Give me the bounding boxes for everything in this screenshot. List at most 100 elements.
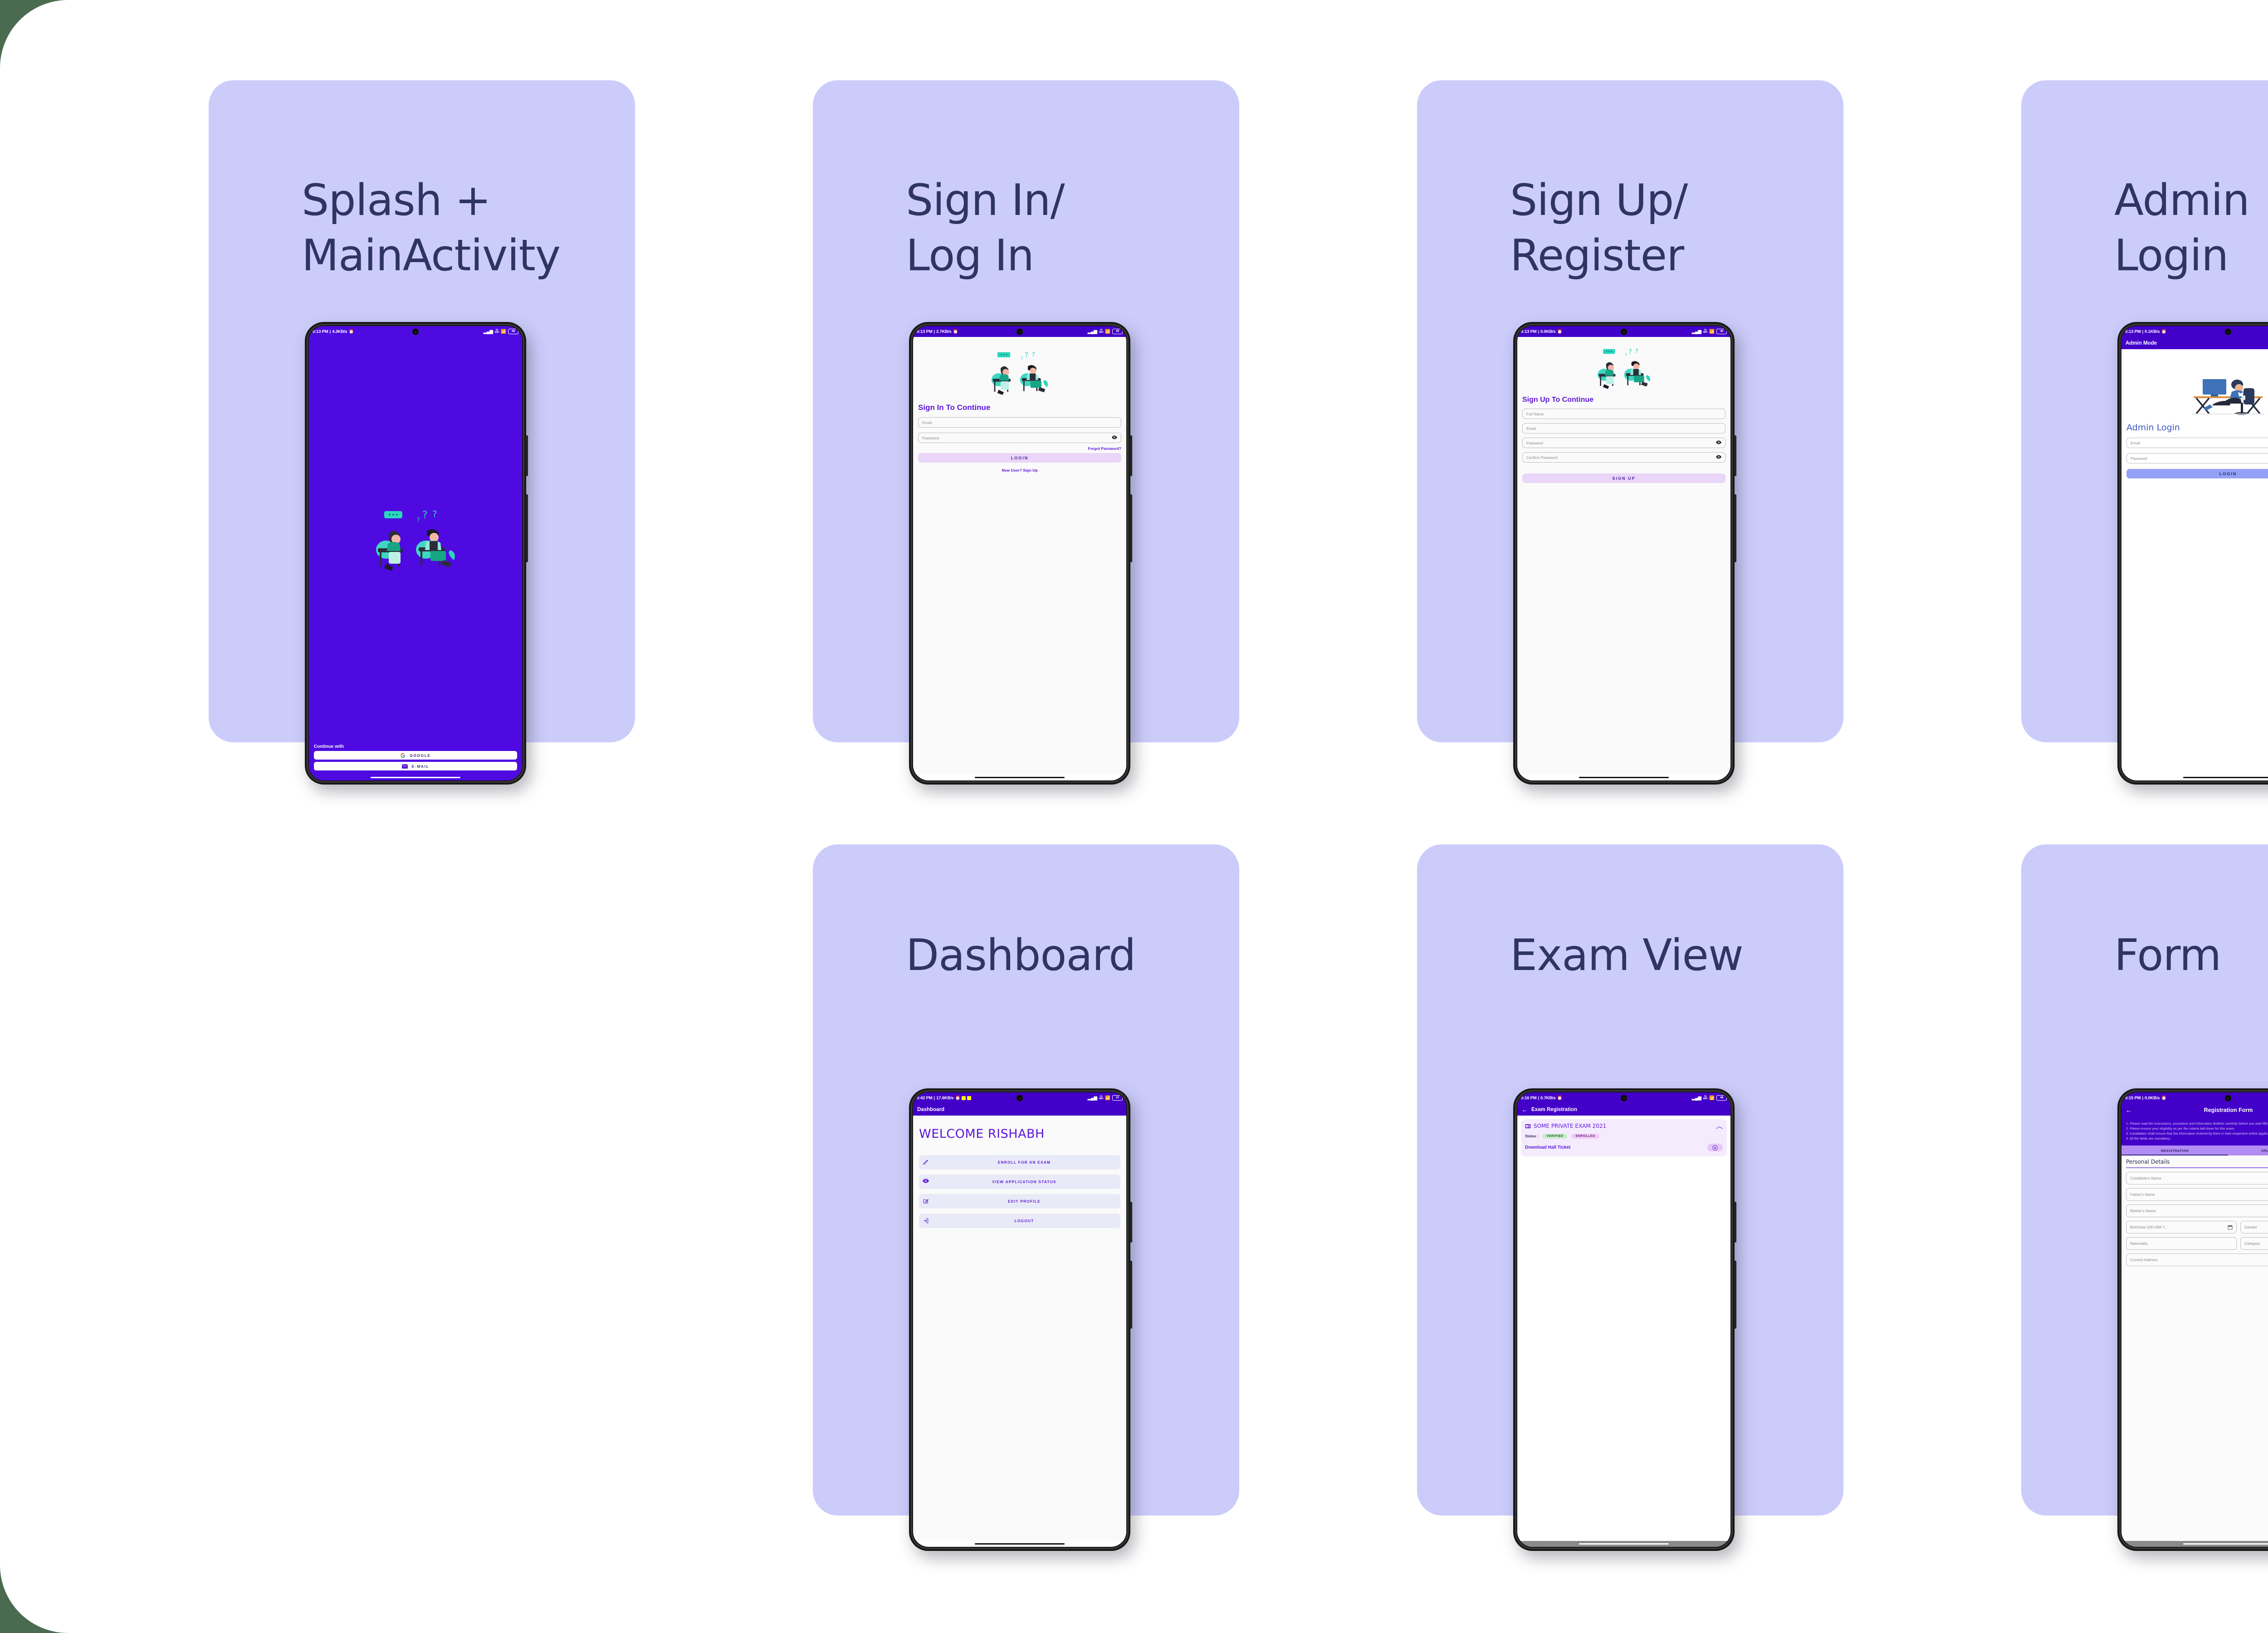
email-input[interactable]: Email [918,417,1121,428]
card-title-examview: Exam View [1510,931,1744,980]
nav-gesture-bar[interactable] [2121,775,2268,780]
candidate-name-placeholder: Candidate's Name [2130,1176,2161,1181]
confirm-password-placeholder: Confirm Password [1526,455,1558,460]
row-candidate-name: Candidate's Name [2126,1172,2268,1185]
signal-icon: ▂▄▆ [1087,329,1097,334]
candidate-name-input[interactable]: Candidate's Name [2126,1172,2268,1185]
email-input[interactable]: Email [1522,423,1725,434]
power-button[interactable] [1734,435,1736,476]
status-time: 5:15 PM [2125,1095,2141,1101]
logout-button[interactable]: LOGOUT [919,1214,1120,1228]
password-input[interactable]: Password [2126,453,2268,463]
alarm-icon: ⏰ [1557,329,1563,334]
email-input[interactable]: Email [2126,438,2268,448]
current-address-input[interactable]: Current Address [2126,1253,2268,1267]
download-label: Download Hall Ticket [1525,1145,1571,1150]
mother-name-input[interactable]: Mother's Name [2126,1204,2268,1218]
calendar-icon[interactable] [2228,1225,2233,1230]
power-button[interactable] [1130,1202,1132,1243]
nav-gesture-bar[interactable] [1517,1541,1730,1547]
nav-gesture-bar[interactable] [913,1541,1126,1547]
snapchat-icon [962,1096,966,1100]
wifi-icon: 📶 [501,329,506,334]
back-arrow-icon[interactable]: ← [2126,1107,2132,1114]
enroll-exam-button[interactable]: ENROLL FOR AN EXAM [919,1155,1120,1170]
eye-icon[interactable] [1716,455,1721,460]
signup-link[interactable]: New User? Sign Up [1002,468,1038,473]
volume-button[interactable] [1130,494,1132,562]
svg-text:?: ? [1628,348,1632,356]
exam-illustration: ? ? ? [309,337,522,744]
tab-upload-documents[interactable]: UPLOAD DOCUMENTS [2261,1148,2268,1153]
exam-card[interactable]: SOME PRIVATE EXAM 2021 ︿ Status : VERIFI… [1521,1119,1727,1157]
password-input[interactable]: Password [918,433,1121,443]
card-title-signup: Sign Up/ Register [1510,175,1688,281]
power-button[interactable] [1734,1202,1736,1243]
admin-login-button[interactable]: LOGIN [2126,469,2268,478]
logout-icon [923,1218,929,1224]
fullname-input[interactable]: Full Name [1522,409,1725,419]
power-button[interactable] [1130,435,1132,476]
volume-button[interactable] [526,494,528,562]
battery-icon: 49 [1716,329,1727,334]
appbar-title: Registration Form [2204,1107,2253,1113]
status-time: 5:13 PM [1521,329,1537,334]
volume-button[interactable] [1734,494,1736,562]
wifi-icon: 📶 [1709,329,1715,334]
row-mother-name: Mother's Name [2126,1204,2268,1218]
google-icon [400,753,406,758]
father-name-placeholder: Father's Name [2130,1192,2155,1197]
birthdate-input[interactable]: BirthDate (DD-MM-Y... [2126,1221,2237,1234]
battery-icon: 49 [508,329,518,334]
admin-heading: Admin Login [2126,423,2180,433]
volume-button[interactable] [1130,1261,1132,1329]
row-birthdate-gender: BirthDate (DD-MM-Y... Gender [2126,1221,2268,1234]
nav-gesture-bar[interactable] [309,775,522,780]
email-signin-button[interactable]: E-MAIL [314,762,517,770]
back-arrow-icon[interactable]: ← [1521,1106,1528,1113]
svg-text:?: ? [1031,351,1035,359]
nationality-input[interactable]: Nationality [2126,1237,2237,1250]
camera-punchhole-icon [2224,1095,2232,1102]
email-placeholder: Email [1526,426,1536,431]
login-button[interactable]: LOGIN [918,453,1121,463]
status-separator: | [2142,1095,2144,1101]
password-placeholder: Password [1526,440,1543,445]
status-badge-enrolled: ENROLLED [1571,1134,1599,1139]
eye-icon[interactable] [1716,440,1721,446]
father-name-input[interactable]: Father's Name [2126,1188,2268,1201]
view-application-status-button[interactable]: VIEW APPLICATION STATUS [919,1175,1120,1189]
nav-gesture-bar[interactable] [913,775,1126,780]
signup-button[interactable]: SIGN UP [1522,473,1725,483]
power-button[interactable] [526,435,528,476]
eye-icon[interactable] [1112,435,1117,441]
welcome-heading: WELCOME RISHABH [919,1127,1045,1141]
download-button[interactable] [1707,1144,1723,1152]
category-select[interactable]: Category [2240,1237,2268,1250]
gender-select[interactable]: Gender [2240,1221,2268,1234]
password-input[interactable]: Password [1522,438,1725,448]
alarm-icon: ⏰ [1557,1095,1563,1101]
battery-icon: 47 [1112,1095,1123,1101]
appbar-title: Admin Mode [2126,340,2157,346]
forgot-password-link[interactable]: Forgot Password? [1088,446,1121,451]
status-time: 5:13 PM [917,329,933,334]
nav-gesture-bar[interactable] [1517,775,1730,780]
chevron-up-icon[interactable]: ︿ [1716,1122,1723,1130]
edit-profile-button[interactable]: EDIT PROFILE [919,1194,1120,1209]
confirm-password-input[interactable]: Confirm Password [1522,452,1725,463]
tab-registration[interactable]: REGISTRATION [2121,1146,2228,1156]
svg-text:?: ? [1635,348,1638,355]
password-placeholder: Password [922,435,939,440]
status-time: 5:16 PM [1521,1095,1537,1101]
volume-button[interactable] [1734,1261,1736,1329]
google-signin-button[interactable]: GOOGLE [314,751,517,760]
nav-gesture-bar[interactable] [2121,1541,2268,1547]
status-datarate: 17.6KB/s [936,1095,954,1101]
